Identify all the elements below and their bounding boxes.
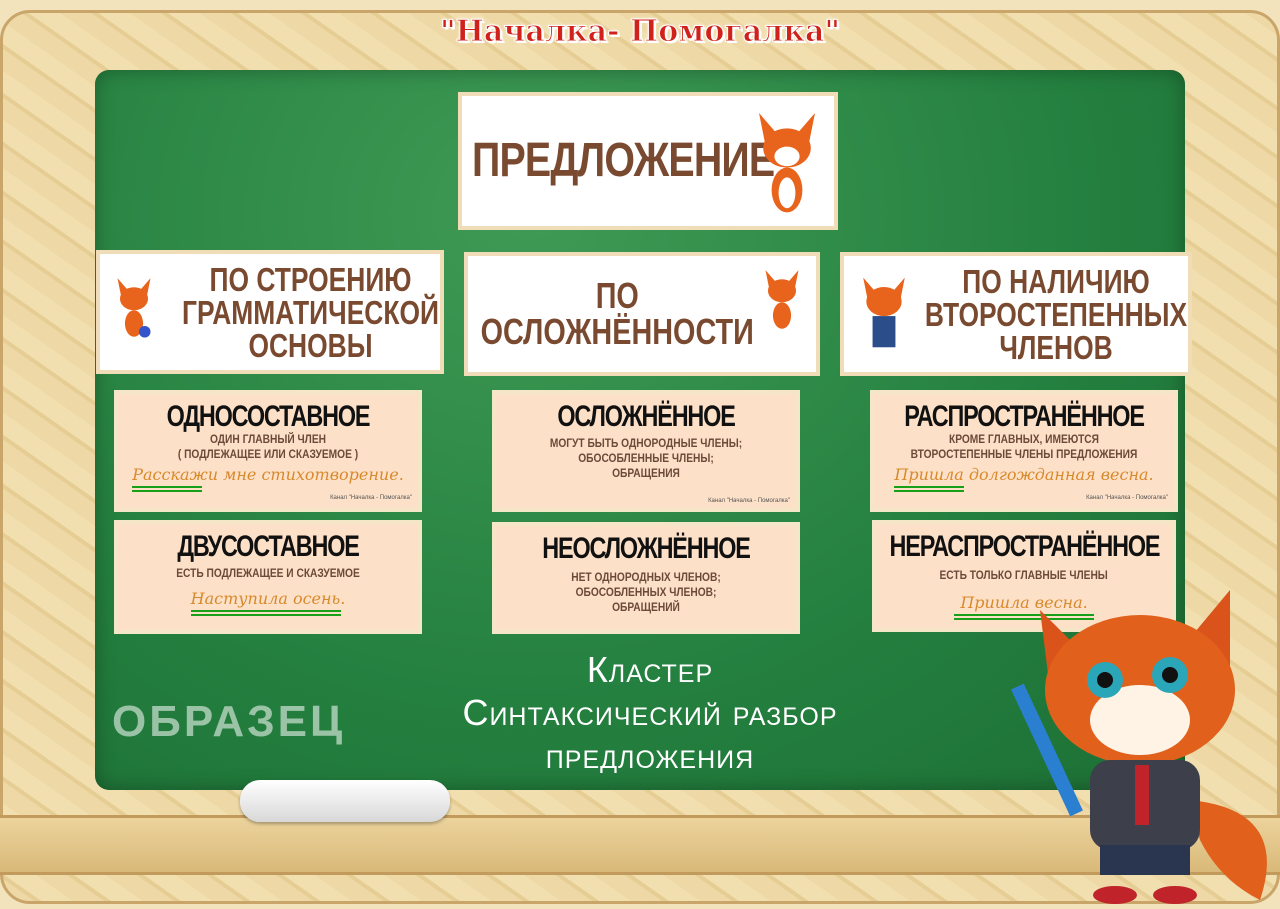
type-desc: КРОМЕ ГЛАВНЫХ, ИМЕЮТСЯ bbox=[948, 432, 1100, 446]
predicate-underline bbox=[132, 486, 203, 493]
type-desc: ОБРАЩЕНИЯ bbox=[612, 466, 680, 480]
type-desc: ОБОСОБЛЕННЫХ ЧЛЕНОВ; bbox=[575, 585, 717, 599]
type-card-uncomplicated: НЕОСЛОЖНЁННОЕ НЕТ ОДНОРОДНЫХ ЧЛЕНОВ; ОБО… bbox=[492, 522, 800, 634]
example-text: Наступила осень. bbox=[190, 589, 346, 608]
underline bbox=[190, 610, 341, 617]
example-text: Пришла долгожданная весна. bbox=[894, 465, 1154, 484]
fox-teacher-icon bbox=[858, 268, 910, 360]
credit: Канал "Началка - Помогалка" bbox=[330, 495, 412, 502]
credit: Канал "Началка - Помогалка" bbox=[708, 498, 790, 504]
example-text: Пришла весна. bbox=[960, 593, 1088, 612]
category-card-complexity: ПО ОСЛОЖНЁННОСТИ bbox=[464, 252, 820, 376]
type-desc: ОБОСОБЛЕННЫЕ ЧЛЕНЫ; bbox=[578, 451, 714, 465]
type-title: РАСПРОСТРАНЁННОЕ bbox=[904, 400, 1145, 433]
category-card-secondary: ПО НАЛИЧИЮ ВТОРОСТЕПЕННЫХ ЧЛЕНОВ bbox=[840, 252, 1192, 376]
type-desc: ( ПОДЛЕЖАЩЕЕ ИЛИ СКАЗУЕМОЕ ) bbox=[177, 447, 359, 461]
category-label: ПО СТРОЕНИЮ ГРАММАТИЧЕСКОЙ ОСНОВЫ bbox=[181, 260, 439, 364]
fox-student-illustration bbox=[1000, 580, 1280, 904]
type-card-complicated: ОСЛОЖНЁННОЕ МОГУТ БЫТЬ ОДНОРОДНЫЕ ЧЛЕНЫ;… bbox=[492, 390, 800, 512]
fox-icon bbox=[756, 266, 808, 332]
example-sentence: Наступила осень. bbox=[190, 589, 346, 617]
poster-title: "Началка- Помогалка" bbox=[439, 14, 841, 50]
credit: Канал "Началка - Помогалка" bbox=[1086, 495, 1168, 502]
underline bbox=[954, 614, 1094, 621]
example-sentence: Пришла весна. bbox=[954, 593, 1094, 621]
category-label: ПО ОСЛОЖНЁННОСТИ bbox=[480, 275, 754, 352]
main-card-label: ПРЕДЛОЖЕНИЕ bbox=[472, 134, 775, 187]
type-desc: ОБРАЩЕНИЙ bbox=[612, 600, 680, 614]
category-card-structure: ПО СТРОЕНИЮ ГРАММАТИЧЕСКОЙ ОСНОВЫ bbox=[96, 250, 444, 374]
example-sentence: Расскажи мне стихотворение. bbox=[132, 465, 404, 493]
caption-line: Кластер bbox=[586, 649, 714, 690]
type-desc: ЕСТЬ ТОЛЬКО ГЛАВНЫЕ ЧЛЕНЫ bbox=[939, 568, 1109, 582]
type-card-extended: РАСПРОСТРАНЁННОЕ КРОМЕ ГЛАВНЫХ, ИМЕЮТСЯ … bbox=[870, 390, 1178, 512]
type-card-non-extended: НЕРАСПРОСТРАНЁННОЕ ЕСТЬ ТОЛЬКО ГЛАВНЫЕ Ч… bbox=[872, 520, 1176, 632]
example-text: Расскажи мне стихотворение. bbox=[132, 465, 404, 484]
type-title: ОСЛОЖНЁННОЕ bbox=[557, 400, 735, 433]
chalk-piece bbox=[240, 780, 450, 822]
caption-line: предложения bbox=[545, 735, 755, 777]
type-title: НЕОСЛОЖНЁННОЕ bbox=[542, 532, 751, 565]
fox-icon bbox=[752, 106, 822, 218]
type-title: НЕРАСПРОСТРАНЁННОЕ bbox=[889, 530, 1160, 563]
fox-icon bbox=[108, 274, 160, 340]
chalk-shelf bbox=[0, 815, 1280, 875]
type-title: ДВУСОСТАВНОЕ bbox=[177, 530, 360, 563]
type-desc: ВТОРОСТЕПЕННЫЕ ЧЛЕНЫ ПРЕДЛОЖЕНИЯ bbox=[910, 447, 1138, 461]
underline bbox=[894, 486, 965, 493]
type-card-two-part: ДВУСОСТАВНОЕ ЕСТЬ ПОДЛЕЖАЩЕЕ И СКАЗУЕМОЕ… bbox=[114, 520, 422, 634]
caption: Кластер Синтаксический разбор предложени… bbox=[300, 648, 1000, 778]
type-desc: МОГУТ БЫТЬ ОДНОРОДНЫЕ ЧЛЕНЫ; bbox=[549, 436, 743, 450]
main-card: ПРЕДЛОЖЕНИЕ bbox=[458, 92, 838, 230]
type-title: ОДНОСОСТАВНОЕ bbox=[166, 400, 371, 433]
type-desc: ОДИН ГЛАВНЫЙ ЧЛЕН bbox=[209, 432, 327, 446]
type-desc: ЕСТЬ ПОДЛЕЖАЩЕЕ И СКАЗУЕМОЕ bbox=[176, 566, 360, 580]
type-desc: НЕТ ОДНОРОДНЫХ ЧЛЕНОВ; bbox=[571, 570, 721, 584]
type-card-one-part: ОДНОСОСТАВНОЕ ОДИН ГЛАВНЫЙ ЧЛЕН ( ПОДЛЕЖ… bbox=[114, 390, 422, 512]
example-sentence: Пришла долгожданная весна. bbox=[894, 465, 1154, 493]
category-label: ПО НАЛИЧИЮ ВТОРОСТЕПЕННЫХ ЧЛЕНОВ bbox=[924, 262, 1188, 366]
caption-line: Синтаксический разбор bbox=[462, 692, 838, 734]
